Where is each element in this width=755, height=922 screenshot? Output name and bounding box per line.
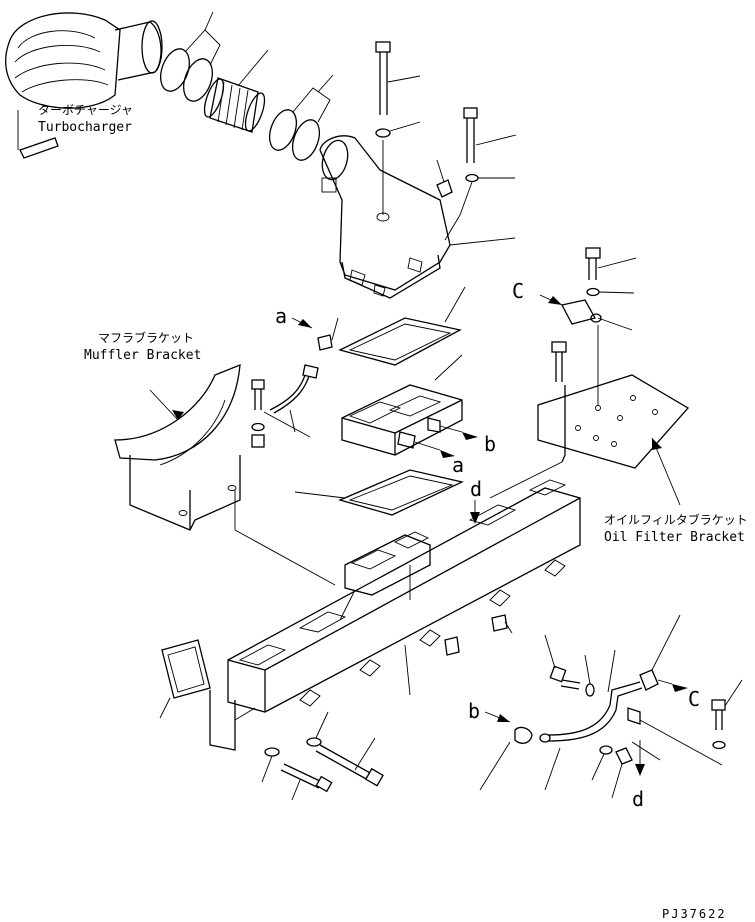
gasket-lower [294, 469, 464, 516]
ref-c-right: C [688, 687, 700, 711]
oil-filter-bracket-label-jp: オイルフィルタブラケット [604, 512, 748, 527]
bolt-long-upper [375, 41, 421, 215]
ref-a-top: a [275, 304, 287, 328]
clamp-rings-upper [160, 11, 221, 102]
manifold-plugs [444, 614, 513, 656]
gasket-upper [338, 286, 466, 366]
exhaust-manifold-part [209, 479, 581, 751]
turbocharger-part [5, 12, 163, 159]
ref-d-top: d [470, 477, 482, 501]
clamp-rings-lower [268, 74, 334, 161]
muffler-bracket-label-en: Muffler Bracket [84, 348, 201, 363]
sensor-pipe-a [269, 317, 339, 433]
oil-filter-bracket-part [489, 374, 690, 506]
junction-block-c [561, 299, 633, 405]
bellows-part [203, 49, 269, 133]
drawing-code: PJ37622 [662, 907, 727, 921]
turbocharger-label-jp: ターボチャージャ [38, 103, 133, 117]
bolts-lower-left [261, 711, 384, 801]
muffler-bracket-label-jp: マフラブラケット [98, 330, 194, 345]
ref-a-mid: a [452, 453, 464, 477]
bolt-top-right [585, 247, 637, 297]
bolt-bracket [551, 341, 567, 382]
ref-b-left: b [468, 699, 480, 723]
ref-b-mid: b [484, 432, 496, 456]
bolt-muffler [251, 379, 311, 448]
bolt-lower-right-2 [711, 679, 743, 750]
exhaust-elbow-part [319, 135, 516, 299]
oil-pipe-assembly [479, 614, 723, 791]
ref-d-bottom: d [632, 787, 644, 811]
bolt-lower-right-1 [544, 634, 595, 697]
elbow-plug [436, 159, 453, 198]
oil-filter-bracket-label-en: Oil Filter Bracket [604, 530, 745, 545]
side-gasket [159, 639, 211, 719]
bolt-short-upper [444, 107, 517, 241]
muffler-bracket-part [114, 364, 336, 586]
nut-and-washer [591, 741, 661, 799]
turbocharger-label-en: Turbocharger [38, 120, 132, 135]
adapter-block-part [341, 354, 463, 456]
sensor-fitting [397, 417, 478, 458]
ref-c-top: C [512, 279, 524, 303]
